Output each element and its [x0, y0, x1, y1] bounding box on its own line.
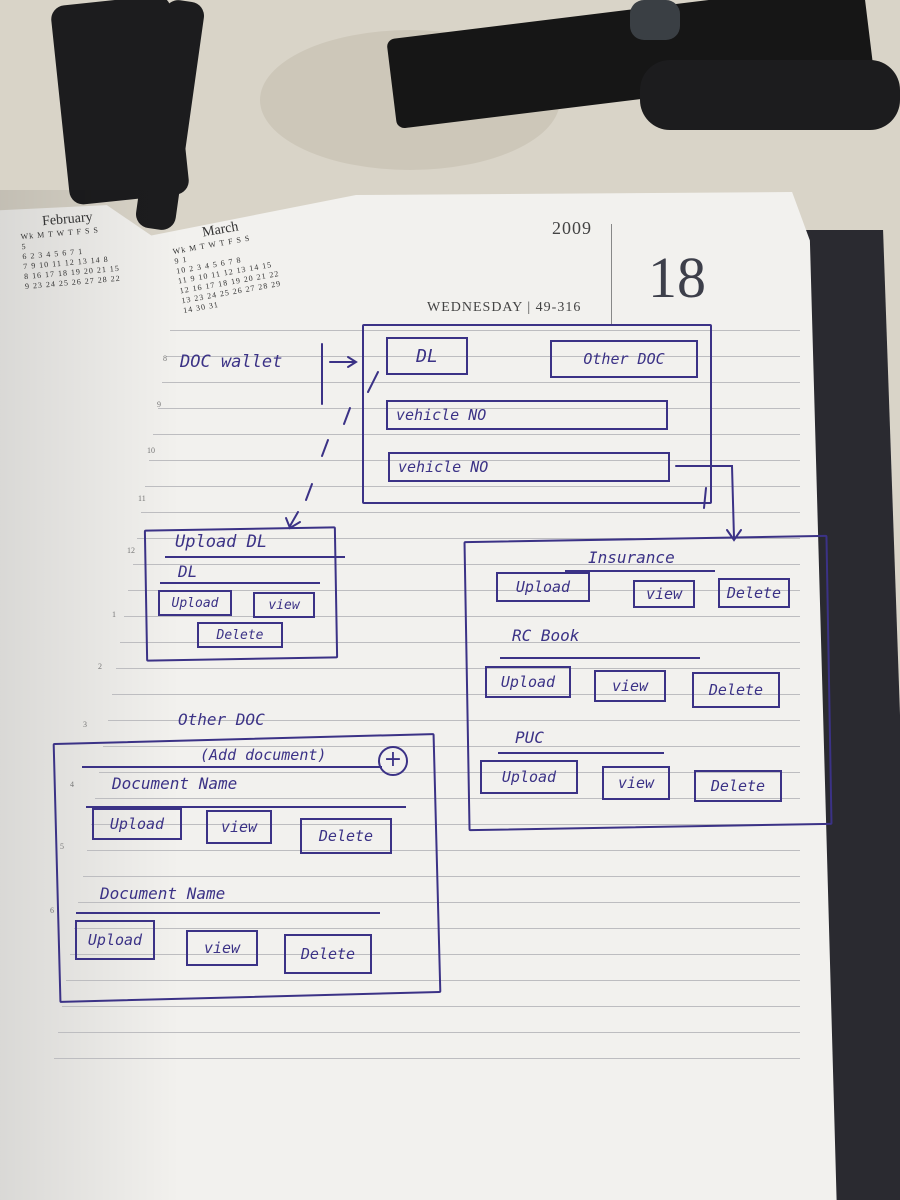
- ruled-line: [128, 590, 800, 591]
- insurance-delete-button[interactable]: Delete: [718, 578, 790, 608]
- ruled-line: [136, 538, 800, 539]
- rc-book-upload-button[interactable]: Upload: [485, 666, 571, 698]
- dashed-arrow-to-upload-dl: [289, 371, 379, 527]
- arrow-head: [285, 517, 301, 530]
- other-doc-upload-button[interactable]: Upload: [92, 808, 182, 840]
- ruled-line: [115, 668, 800, 669]
- ruled-line: [53, 1058, 800, 1059]
- hour-marker: 12: [127, 546, 135, 555]
- ruled-line: [161, 382, 800, 383]
- ruled-line: [120, 642, 800, 643]
- ruled-line: [107, 720, 800, 721]
- cable: [640, 60, 900, 130]
- cable: [630, 0, 680, 40]
- ruled-line: [153, 434, 800, 435]
- hour-marker: 3: [83, 720, 87, 729]
- insurance-view-button[interactable]: view: [633, 580, 695, 608]
- hour-marker: 8: [163, 354, 167, 363]
- vehicle-number-field[interactable]: vehicle NO: [386, 400, 668, 430]
- document-name-field[interactable]: Document Name: [112, 774, 238, 793]
- ruled-line: [66, 980, 800, 981]
- date-divider: [611, 224, 612, 324]
- dl-section-label: DL: [178, 562, 198, 581]
- field-underline: [76, 912, 380, 914]
- rc-book-title: RC Book: [512, 626, 580, 645]
- other-doc-delete-button[interactable]: Delete: [284, 934, 372, 974]
- wallet-tick: [703, 487, 707, 509]
- hour-marker: 4: [70, 780, 74, 789]
- ruled-line: [157, 408, 800, 409]
- rc-book-view-button[interactable]: view: [594, 670, 666, 702]
- add-document-label[interactable]: (Add document): [200, 746, 327, 764]
- ruled-line: [103, 746, 800, 747]
- title-underline: [498, 752, 664, 754]
- vehicle-number-field[interactable]: vehicle NO: [388, 452, 670, 482]
- ruled-line: [145, 486, 800, 487]
- title-underline: [500, 657, 700, 659]
- hour-marker: 1: [112, 610, 116, 619]
- ruled-line: [70, 954, 800, 955]
- dl-button[interactable]: DL: [386, 337, 468, 375]
- field-underline: [86, 806, 406, 808]
- hour-marker: 9: [157, 400, 161, 409]
- dl-delete-button[interactable]: Delete: [197, 622, 283, 648]
- hour-marker: 5: [60, 842, 64, 851]
- insurance-title: Insurance: [588, 548, 675, 567]
- plus-circle-icon[interactable]: +: [378, 746, 408, 776]
- ruled-line: [57, 1032, 800, 1033]
- insurance-upload-button[interactable]: Upload: [496, 572, 590, 602]
- day-number: 18: [648, 245, 706, 310]
- arrow-head: [726, 529, 742, 542]
- ruled-line: [86, 850, 800, 851]
- other-doc-upload-button[interactable]: Upload: [75, 920, 155, 960]
- header-underline: [82, 766, 382, 768]
- rc-book-delete-button[interactable]: Delete: [692, 672, 780, 708]
- ruled-line: [140, 512, 800, 513]
- year-label: 2009: [552, 218, 592, 238]
- ruled-line: [95, 798, 800, 799]
- ruled-line: [99, 772, 800, 773]
- ruled-line: [82, 876, 800, 877]
- other-doc-view-button[interactable]: view: [206, 810, 272, 844]
- other-doc-title: Other DOC: [178, 710, 265, 729]
- weekday-label: WEDNESDAY | 49-316: [427, 300, 582, 315]
- ruled-line: [165, 356, 800, 357]
- hour-marker: 10: [147, 446, 155, 455]
- puc-upload-button[interactable]: Upload: [480, 760, 578, 794]
- document-name-field[interactable]: Document Name: [100, 884, 226, 903]
- arrow-to-vehicle-panel: [675, 465, 735, 539]
- dl-view-button[interactable]: view: [253, 592, 315, 618]
- doc-wallet-label: DOC wallet: [180, 352, 283, 372]
- ruled-line: [124, 616, 800, 617]
- puc-view-button[interactable]: view: [602, 766, 670, 800]
- title-underline: [565, 570, 715, 572]
- doc-wallet-panel: [362, 324, 712, 504]
- ruled-line: [74, 928, 800, 929]
- puc-title: PUC: [515, 728, 544, 747]
- ruled-line: [132, 564, 800, 565]
- ruled-line: [78, 902, 800, 903]
- section-underline: [160, 582, 320, 584]
- ruled-line: [90, 824, 800, 825]
- arrow-head: [347, 356, 358, 368]
- hour-marker: 11: [138, 494, 146, 503]
- ruled-line: [170, 330, 800, 331]
- other-doc-button[interactable]: Other DOC: [550, 340, 698, 378]
- hour-marker: 2: [98, 662, 102, 671]
- upload-dl-title: Upload DL: [175, 532, 268, 552]
- other-doc-view-button[interactable]: view: [186, 930, 258, 966]
- dl-upload-button[interactable]: Upload: [158, 590, 232, 616]
- hour-marker: 6: [50, 906, 54, 915]
- puc-delete-button[interactable]: Delete: [694, 770, 782, 802]
- ruled-line: [111, 694, 800, 695]
- ruled-line: [149, 460, 800, 461]
- title-underline: [165, 556, 345, 558]
- ruled-line: [61, 1006, 800, 1007]
- other-doc-delete-button[interactable]: Delete: [300, 818, 392, 854]
